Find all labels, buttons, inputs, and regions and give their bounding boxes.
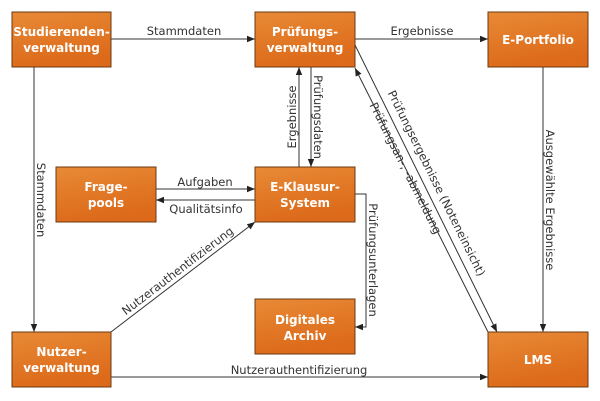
edge-nutzer-to-lms: Nutzerauthentifizierung: [111, 363, 488, 381]
edge-stud-to-pruef: Stammdaten: [111, 24, 255, 43]
edge-label-stammdaten-left: Stammdaten: [34, 163, 48, 237]
node-fragepools[interactable]: Frage- pools: [55, 166, 157, 223]
node-label-line: Digitales: [275, 313, 335, 327]
edge-eportfolio-to-lms: Ausgewählte Ergebnisse: [539, 67, 557, 332]
node-label-line: Nutzer-: [36, 345, 86, 359]
edge-label-ausgewaehlte-ergebnisse: Ausgewählte Ergebnisse: [543, 130, 557, 271]
node-label-line: E-Klausur-: [270, 180, 340, 194]
edge-eklausur-to-frage: Qualitätsinfo: [156, 196, 255, 216]
edge-label-pruefungsdaten: Prüfungsdaten: [311, 75, 325, 159]
node-label-line: pools: [88, 196, 124, 210]
edge-stud-to-nutzer: Stammdaten: [30, 67, 48, 332]
node-label-line: System: [280, 196, 330, 210]
node-digitales-archiv[interactable]: Digitales Archiv: [254, 298, 356, 355]
node-label-line: verwaltung: [23, 361, 100, 375]
node-label-line: verwaltung: [23, 41, 100, 55]
node-pruefungsverwaltung[interactable]: Prüfungs- verwaltung: [254, 11, 356, 68]
edge-label-aufgaben: Aufgaben: [177, 175, 232, 189]
node-label-line: Frage-: [84, 180, 127, 194]
edge-label-pruefungsunterlagen: Prüfungsunterlagen: [366, 203, 380, 316]
edge-label-stammdaten-top: Stammdaten: [147, 24, 221, 38]
edge-eklausur-to-pruef: Ergebnisse: [285, 67, 303, 167]
edge-frage-to-eklausur: Aufgaben: [156, 175, 255, 193]
node-eportfolio[interactable]: E-Portfolio: [487, 11, 589, 68]
node-label-line: LMS: [524, 353, 552, 367]
nodes: Studierenden- verwaltung Prüfungs- verwa…: [11, 11, 589, 388]
edge-pruef-to-eklausur: Prüfungsdaten: [307, 67, 325, 167]
node-lms[interactable]: LMS: [487, 331, 589, 388]
node-label-line: Prüfungs-: [272, 25, 338, 39]
node-label-line: verwaltung: [267, 41, 344, 55]
edge-label-nutzerauth-bottom: Nutzerauthentifizierung: [231, 363, 368, 377]
node-eklausur-system[interactable]: E-Klausur- System: [254, 166, 356, 223]
edge-label-pruefungsergebnisse: Prüfungsergebnisse (Noteneinsicht): [385, 88, 489, 278]
edge-label-qualitaetsinfo: Qualitätsinfo: [169, 202, 242, 216]
node-nutzerverwaltung[interactable]: Nutzer- verwaltung: [11, 331, 112, 388]
edge-label-nutzerauth-diagonal: Nutzerauthentifizierung: [119, 224, 236, 318]
edge-nutzer-to-eklausur: Nutzerauthentifizierung: [110, 221, 256, 333]
edge-pruef-to-eportfolio: Ergebnisse: [355, 24, 488, 43]
edge-label-ergebnisse-vertical: Ergebnisse: [285, 85, 299, 148]
node-label-line: Studierenden-: [13, 25, 110, 39]
edge-label-ergebnisse-top: Ergebnisse: [390, 24, 453, 38]
edge-eklausur-to-archiv: Prüfungsunterlagen: [355, 193, 380, 331]
node-label-line: Archiv: [284, 329, 327, 343]
node-label-line: E-Portfolio: [502, 33, 574, 47]
node-studierendenverwaltung[interactable]: Studierenden- verwaltung: [11, 11, 112, 68]
